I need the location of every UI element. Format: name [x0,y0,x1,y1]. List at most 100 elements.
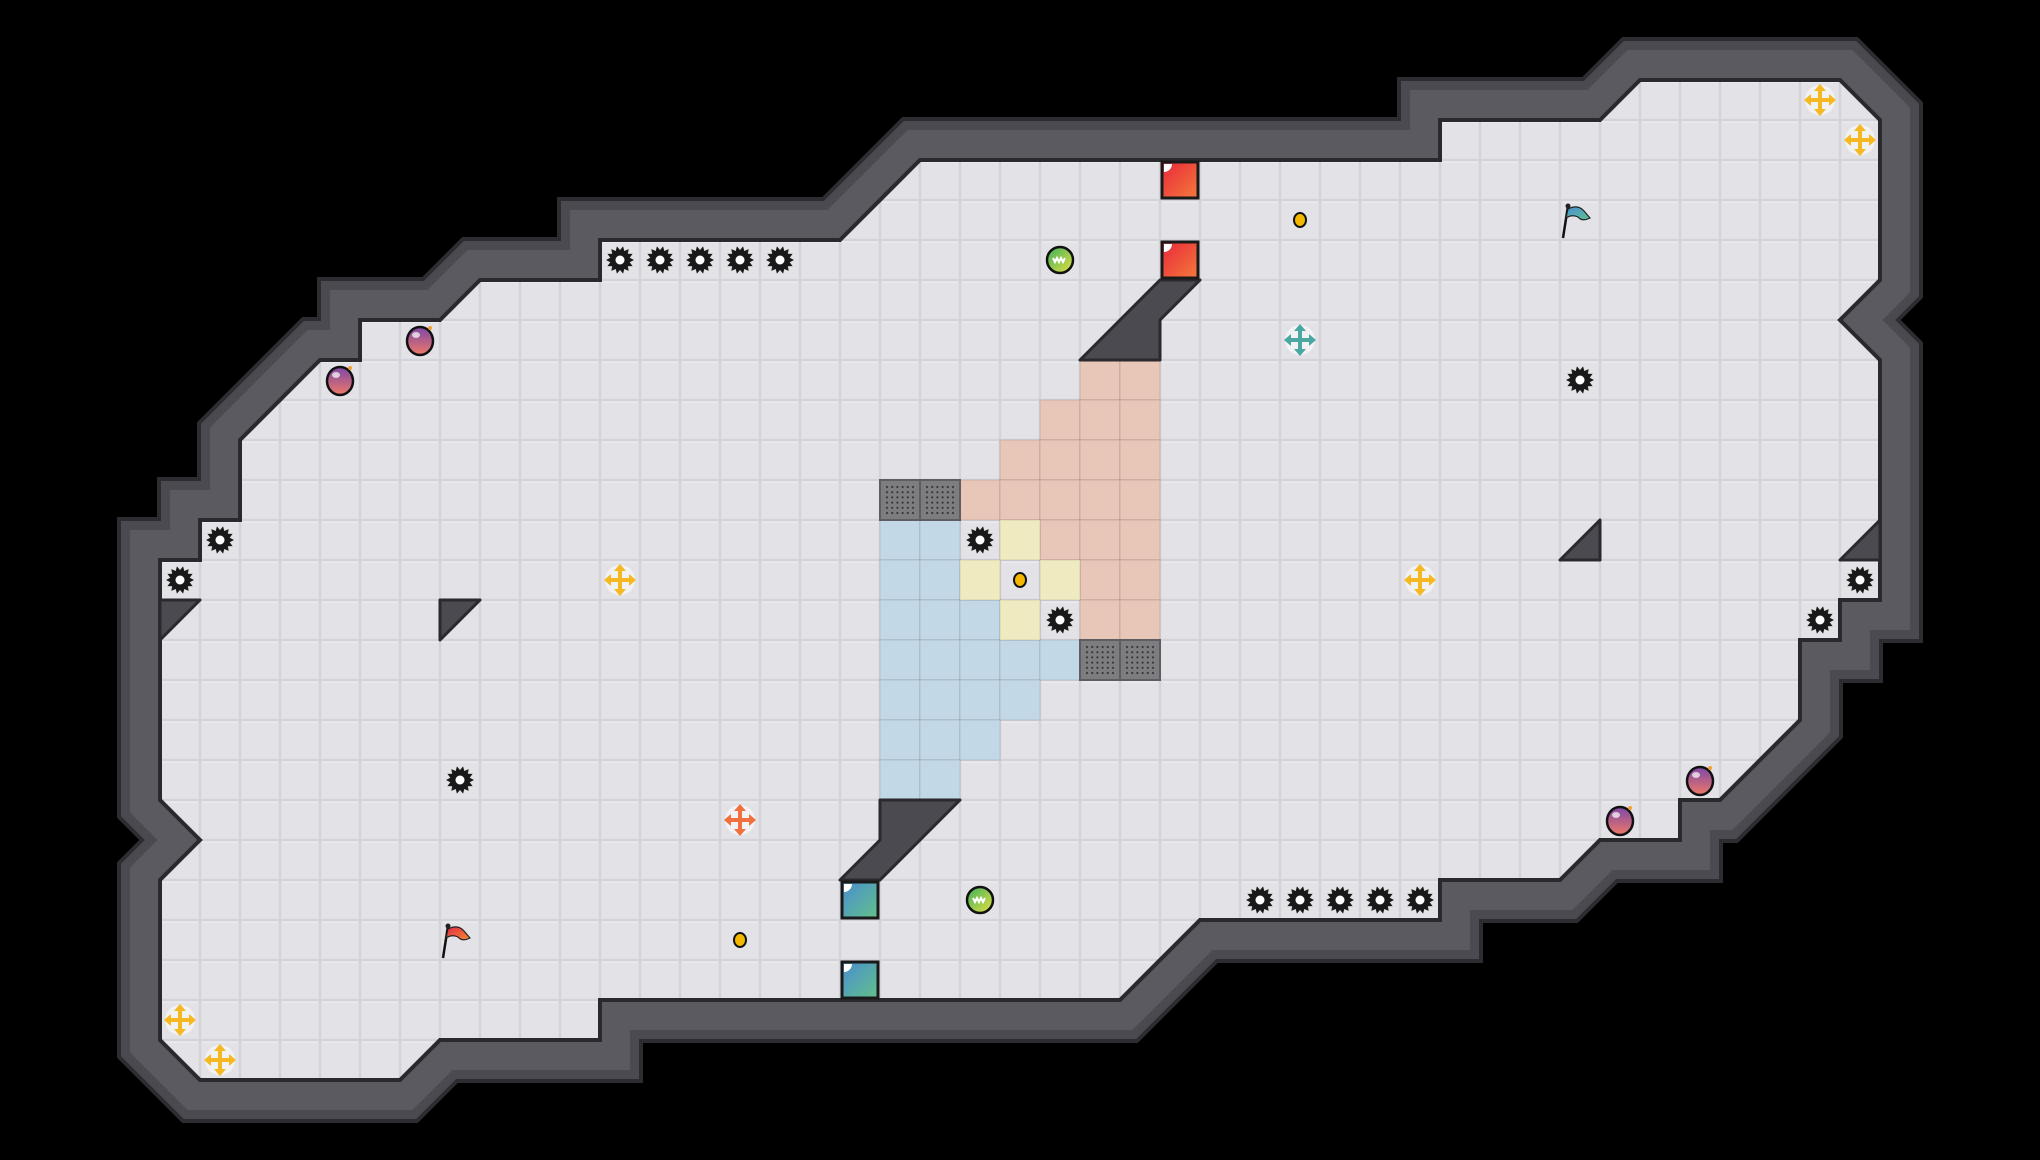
floor-zones [879,359,1161,801]
blue-zone-tile [959,599,1001,641]
peach-zone-tile [1119,399,1161,441]
spiked-gear-icon [206,526,234,554]
spiked-gear-icon [606,246,634,274]
spiked-gear-icon [1246,886,1274,914]
peach-zone-tile [1079,479,1121,521]
inner-wall [838,798,962,882]
inner-wall [1558,518,1602,562]
green-orb-icon [965,885,995,915]
red-block-icon [1160,240,1200,280]
yellow-zone-tile [999,519,1041,561]
peach-zone-tile [1079,439,1121,481]
blue-zone-tile [879,719,921,761]
blue-zone-tile [919,719,961,761]
level-objects [164,84,1876,1076]
yellow-arrows-cross-icon [1844,124,1876,156]
coin-icon [1293,212,1307,228]
coin-icon [733,932,747,948]
spiked-gear-icon [446,766,474,794]
peach-zone-tile [1119,359,1161,401]
blue-zone-tile [879,519,921,561]
spiked-gear-icon [166,566,194,594]
peach-zone-tile [1079,599,1121,641]
peach-zone-tile [1119,599,1161,641]
peach-zone-tile [1119,439,1161,481]
yellow-zone-tile [1039,559,1081,601]
peach-zone-tile [1079,399,1121,441]
spiked-gear-icon [1286,886,1314,914]
inner-wall [1078,278,1202,362]
blue-zone-tile [919,599,961,641]
blue-zone-tile [999,679,1041,721]
spiked-gear-icon [686,246,714,274]
spiked-gear-icon [766,246,794,274]
yellow-arrows-cross-icon [1804,84,1836,116]
blue-zone-tile [1039,639,1081,681]
spiked-gear-icon [1326,886,1354,914]
bomb-icon [325,365,355,397]
bomb-icon [1685,765,1715,797]
blue-zone-tile [879,639,921,681]
peach-zone-tile [999,479,1041,521]
bomb-icon [405,325,435,357]
peach-zone-tile [1039,519,1081,561]
blue-zone-tile [919,759,961,801]
inner-wall [438,598,482,642]
grate-tile [919,479,961,521]
peach-zone-tile [1119,479,1161,521]
orange-arrows-cross-icon [724,804,756,836]
peach-zone-tile [1119,559,1161,601]
green-orb-icon [1045,245,1075,275]
teal-block-icon [840,880,880,920]
peach-zone-tile [1039,439,1081,481]
blue-zone-tile [879,599,921,641]
peach-zone-tile [1079,559,1121,601]
peach-zone-tile [1119,519,1161,561]
red-block-icon [1160,160,1200,200]
blue-zone-tile [879,759,921,801]
spiked-gear-icon [1046,606,1074,634]
peach-zone-tile [1039,479,1081,521]
spiked-gear-icon [646,246,674,274]
spiked-gear-icon [1366,886,1394,914]
spiked-gear-icon [1846,566,1874,594]
yellow-zone-tile [999,599,1041,641]
yellow-arrows-cross-icon [204,1044,236,1076]
blue-zone-tile [959,639,1001,681]
spiked-gear-icon [726,246,754,274]
bomb-icon [1605,805,1635,837]
grate-tile [879,479,921,521]
grate-tile [1119,639,1161,681]
yellow-arrows-cross-icon [1404,564,1436,596]
blue-zone-tile [959,679,1001,721]
inner-walls [158,278,1882,882]
spiked-gear-icon [1406,886,1434,914]
coin-icon [1013,572,1027,588]
blue-zone-tile [919,519,961,561]
blue-zone-tile [879,559,921,601]
peach-zone-tile [1079,519,1121,561]
blue-zone-tile [999,639,1041,681]
peach-zone-tile [999,439,1041,481]
red-flag-icon [441,923,471,959]
teal-arrows-cross-icon [1284,324,1316,356]
yellow-arrows-cross-icon [604,564,636,596]
teal-block-icon [840,960,880,1000]
blue-zone-tile [879,679,921,721]
blue-zone-tile [919,679,961,721]
spiked-gear-icon [1806,606,1834,634]
peach-zone-tile [959,479,1001,521]
grate-tile [1079,639,1121,681]
peach-zone-tile [1039,399,1081,441]
blue-zone-tile [919,559,961,601]
blue-zone-tile [919,639,961,681]
blue-zone-tile [959,719,1001,761]
spiked-gear-icon [966,526,994,554]
peach-zone-tile [1079,359,1121,401]
inner-wall [1838,518,1882,562]
blue-flag-icon [1561,203,1591,239]
inner-wall [158,598,202,642]
yellow-zone-tile [959,559,1001,601]
yellow-arrows-cross-icon [164,1004,196,1036]
